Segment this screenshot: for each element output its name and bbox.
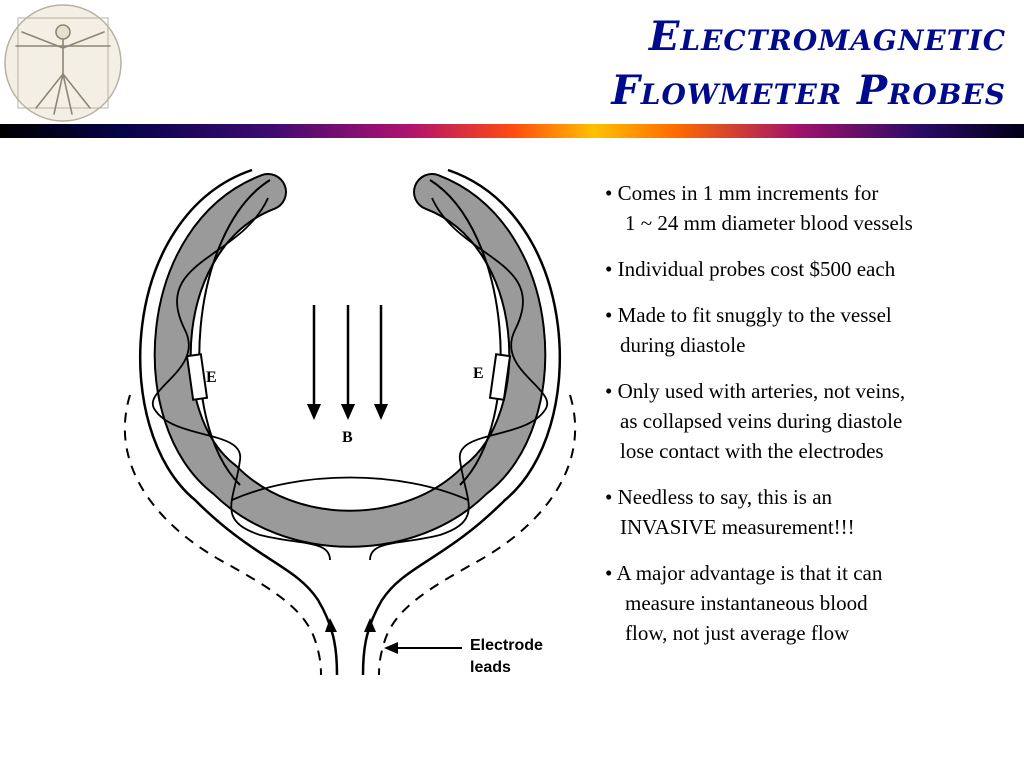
electrode-label-left: E [206,369,217,386]
bullet-line: lose contact with the electrodes [620,439,884,463]
field-label-b: B [342,429,353,446]
bullet-line: • Individual probes cost $500 each [605,257,896,281]
bullet-item: • Made to fit snuggly to the vessel duri… [605,300,1015,360]
bullet-line: measure instantaneous blood [625,591,868,615]
flowmeter-probe-diagram: E E B Electrode leads [123,168,577,676]
bullet-line: • Made to fit snuggly to the vessel [605,303,892,327]
dashed-lead-right [378,394,577,676]
leads-label-line-2: leads [470,659,511,676]
bullet-item: • Individual probes cost $500 each [605,254,1015,284]
electrode-lead-wire-right [369,197,549,561]
leads-label-line-1: Electrode [470,637,543,654]
magnetic-field-arrows [307,305,388,420]
bullet-item: • Comes in 1 mm increments for 1 ~ 24 mm… [605,178,1015,238]
electrode-right [488,353,512,401]
bullet-item: • Only used with arteries, not veins, as… [605,376,1015,466]
title-divider-bar [0,124,1024,138]
slide-title: Electromagnetic Flowmeter Probes [306,10,1006,118]
bullet-line: • Comes in 1 mm increments for [605,181,879,205]
bullet-item: • A major advantage is that it can measu… [605,558,1015,648]
bullet-line: • Only used with arteries, not veins, [605,379,906,403]
electrode-label-right: E [473,365,484,382]
title-line-2: Flowmeter Probes [611,67,1006,114]
electrode-lead-wire-left [151,197,331,561]
bullet-item: • Needless to say, this is an INVASIVE m… [605,482,1015,542]
title-line-1: Electromagnetic [648,13,1006,60]
bullet-line: • A major advantage is that it can [605,561,883,585]
bullet-line: as collapsed veins during diastole [620,409,903,433]
electrode-left [185,353,209,401]
probe-housing-outline [138,168,339,676]
bullet-line: 1 ~ 24 mm diameter blood vessels [625,211,913,235]
bullet-line: INVASIVE measurement!!! [620,515,855,539]
bullet-line: • Needless to say, this is an [605,485,833,509]
bullet-line: flow, not just average flow [625,621,850,645]
vitruvian-man-icon [4,4,122,122]
bullet-line: during diastole [620,333,746,357]
dashed-lead-left [123,394,322,676]
bullet-list: • Comes in 1 mm increments for 1 ~ 24 mm… [605,178,1015,664]
